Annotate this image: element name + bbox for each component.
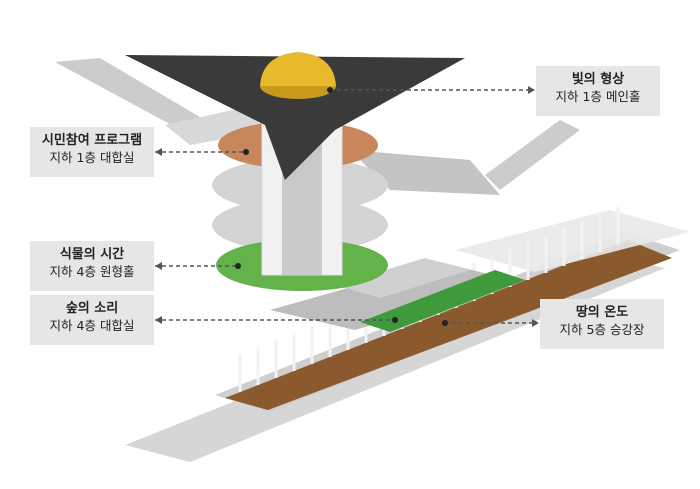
label-citizen: 시민참여 프로그램 지하 1층 대합실 bbox=[30, 127, 154, 177]
left-escalator-wing bbox=[55, 58, 205, 135]
label-earth-title: 땅의 온도 bbox=[575, 305, 629, 320]
label-earth-subtitle: 지하 5층 승강장 bbox=[559, 322, 645, 337]
arrow-citizen bbox=[155, 148, 162, 156]
label-light-subtitle: 지하 1층 메인홀 bbox=[555, 89, 641, 104]
label-forest: 숲의 소리 지하 4층 대합실 bbox=[30, 295, 154, 345]
label-forest-title: 숲의 소리 bbox=[65, 301, 119, 316]
arrow-earth bbox=[532, 319, 539, 327]
leader-dot-citizen bbox=[243, 149, 249, 155]
leader-dots bbox=[235, 87, 448, 326]
mid-concourse-roof bbox=[335, 258, 470, 298]
label-plants-title: 식물의 시간 bbox=[59, 247, 125, 262]
arrow-light bbox=[528, 86, 535, 94]
label-light-title: 빛의 형상 bbox=[571, 72, 625, 87]
label-plants-subtitle: 지하 4층 원형홀 bbox=[49, 264, 135, 279]
forest-green-zone bbox=[360, 270, 525, 332]
right-escalator-wing bbox=[485, 120, 580, 190]
canopy bbox=[125, 55, 465, 180]
platform-roof bbox=[455, 210, 690, 272]
leader-arrows bbox=[155, 86, 539, 327]
platform-floor bbox=[225, 240, 672, 410]
label-citizen-title: 시민참여 프로그램 bbox=[41, 133, 143, 148]
label-forest-subtitle: 지하 4층 대합실 bbox=[49, 318, 135, 333]
leader-lines bbox=[155, 89, 532, 324]
leader-dot-forest bbox=[392, 317, 398, 323]
leader-dot-light bbox=[327, 87, 333, 93]
leader-dot-earth bbox=[442, 320, 448, 326]
mid-concourse bbox=[270, 262, 520, 330]
arrow-plants bbox=[155, 262, 162, 270]
label-earth: 땅의 온도 지하 5층 승강장 bbox=[540, 299, 664, 349]
leader-dot-plants bbox=[235, 263, 241, 269]
label-plants: 식물의 시간 지하 4층 원형홀 bbox=[30, 241, 154, 291]
arrow-forest bbox=[155, 316, 162, 324]
label-light: 빛의 형상 지하 1층 메인홀 bbox=[536, 66, 660, 116]
dome bbox=[260, 52, 336, 86]
label-citizen-subtitle: 지하 1층 대합실 bbox=[49, 150, 135, 165]
